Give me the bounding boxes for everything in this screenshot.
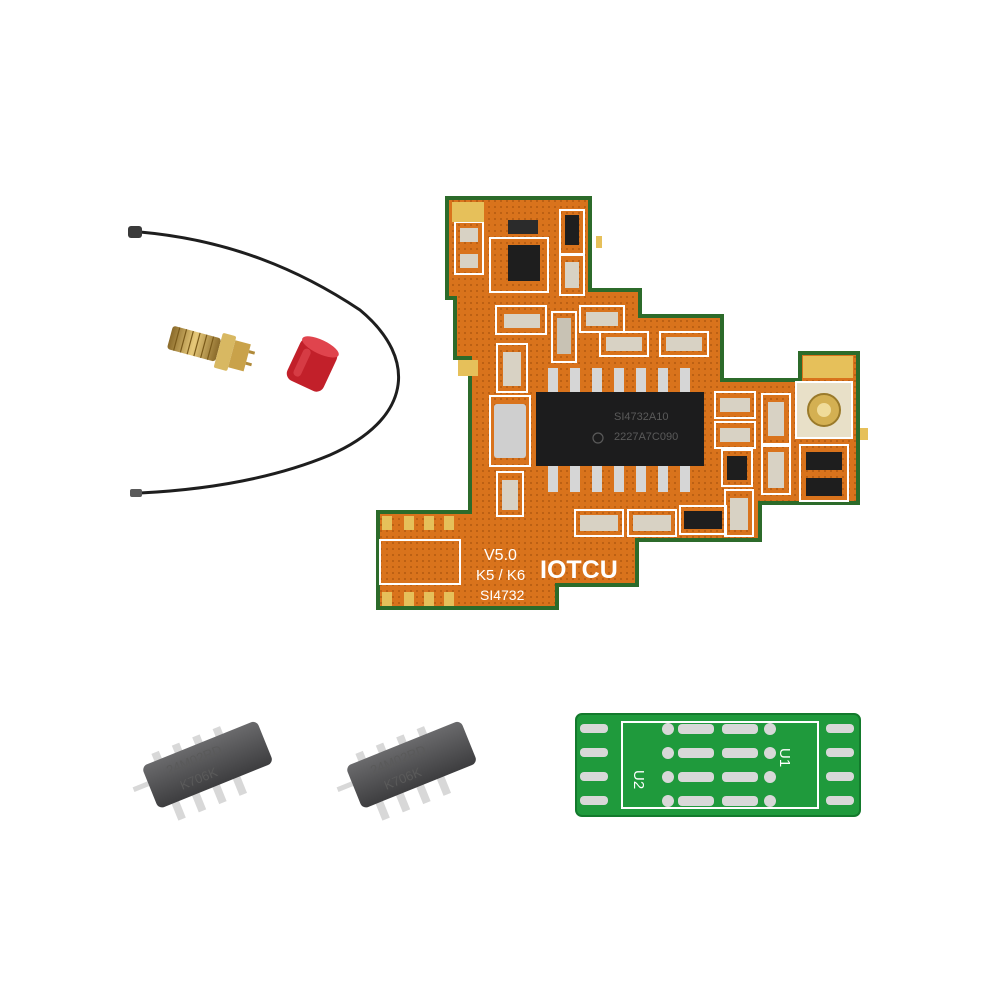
ufl-connector-top xyxy=(128,226,142,238)
red-dust-cap xyxy=(286,336,339,392)
board-chip-label: SI4732 xyxy=(480,587,525,603)
castellated-pads xyxy=(382,516,454,606)
eeprom-chip-1: 24M02RD K706K xyxy=(132,721,272,821)
ufl-connector xyxy=(795,381,853,439)
cable-end-bottom xyxy=(130,489,142,497)
sma-connector xyxy=(167,326,256,372)
smd-components xyxy=(460,215,842,531)
antenna-cable xyxy=(128,226,401,497)
board-version-label: V5.0 xyxy=(484,547,517,564)
si4732-ic: SI4732A10 2227A7C090 xyxy=(536,368,704,492)
eeprom-chip-2: 24M02RD K706K xyxy=(336,721,476,821)
adapter-label-u1: U1 xyxy=(776,748,793,767)
green-adapter-board: U2 U1 xyxy=(575,713,861,817)
crystal-oscillator xyxy=(494,404,526,458)
main-pcb-board: SI4732A10 2227A7C090 V5.0 K5 / K6 IOTCU … xyxy=(376,196,868,610)
board-model-label: K5 / K6 xyxy=(476,567,525,584)
board-brand-label: IOTCU xyxy=(540,556,618,584)
adapter-label-u2: U2 xyxy=(630,770,647,789)
ic-marking-line1: SI4732A10 xyxy=(614,411,668,423)
manufacturer-logo-icon xyxy=(592,432,604,444)
ic-marking-line2: 2227A7C090 xyxy=(614,431,678,443)
